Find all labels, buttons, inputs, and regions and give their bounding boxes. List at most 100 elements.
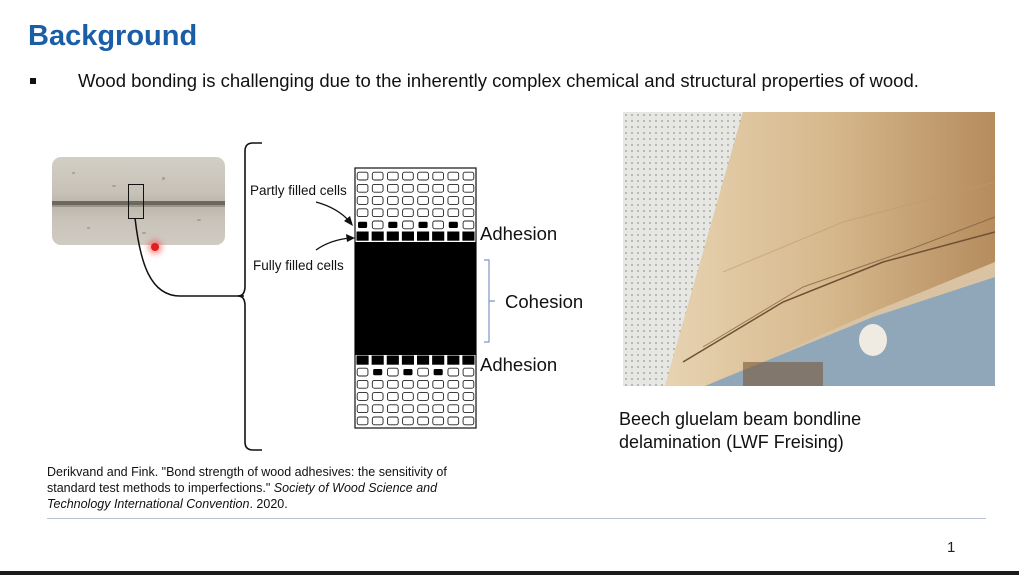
wood-cell bbox=[432, 183, 445, 193]
photo-caption-line1: Beech gluelam beam bondline bbox=[619, 409, 862, 429]
wood-cell bbox=[462, 171, 475, 181]
partly-filled-label: Partly filled cells bbox=[250, 183, 347, 198]
filled-cell bbox=[356, 231, 369, 241]
wood-cell bbox=[387, 416, 399, 426]
filled-cell bbox=[401, 355, 414, 365]
wood-cell bbox=[417, 208, 429, 218]
wood-cell bbox=[371, 220, 384, 230]
wood-cell bbox=[387, 208, 399, 218]
citation-title: "Bond strength of wood adhesives: the se… bbox=[47, 465, 447, 495]
wood-cell bbox=[371, 183, 384, 193]
wood-cell bbox=[371, 196, 384, 205]
wood-cell bbox=[402, 196, 414, 205]
wood-cell bbox=[417, 196, 429, 205]
wood-cell bbox=[356, 404, 369, 414]
region-of-interest-box bbox=[128, 184, 144, 219]
wood-cell bbox=[432, 416, 445, 426]
filled-cell bbox=[447, 355, 460, 365]
partly-filled-cell bbox=[433, 369, 443, 376]
curly-bracket bbox=[237, 142, 262, 451]
cohesion-bracket bbox=[484, 259, 495, 343]
wood-cell bbox=[462, 404, 475, 414]
slide-title: Background bbox=[28, 20, 198, 52]
wood-cell bbox=[356, 392, 369, 401]
partly-filled-cell bbox=[448, 221, 458, 228]
wood-cell bbox=[402, 392, 414, 401]
filled-cell bbox=[386, 355, 399, 365]
wood-cell bbox=[462, 183, 475, 193]
gluelam-beam-photo bbox=[623, 112, 995, 386]
wood-cell bbox=[402, 379, 414, 389]
cohesion-label: Cohesion bbox=[505, 291, 584, 312]
page-number: 1 bbox=[947, 539, 956, 556]
wood-cell bbox=[417, 392, 429, 401]
filled-cell bbox=[356, 355, 369, 365]
wood-cell bbox=[356, 171, 369, 181]
wood-cell bbox=[447, 379, 460, 389]
footer-divider bbox=[47, 518, 986, 519]
photo-caption: Beech gluelam beam bondline delamination… bbox=[619, 408, 861, 454]
wood-sample-photo bbox=[52, 157, 225, 245]
wood-cell bbox=[447, 196, 460, 205]
adhesion-label-top: Adhesion bbox=[480, 223, 558, 244]
wood-cell bbox=[402, 208, 414, 218]
wood-cell bbox=[371, 208, 384, 218]
wood-cell bbox=[371, 392, 384, 401]
wood-cell bbox=[447, 416, 460, 426]
wood-cell bbox=[371, 171, 384, 181]
partly-filled-cell bbox=[418, 221, 428, 228]
filled-cell bbox=[401, 231, 414, 241]
wood-cell bbox=[387, 171, 399, 181]
partly-filled-cell bbox=[373, 369, 383, 376]
wood-cell bbox=[387, 196, 399, 205]
wood-cell bbox=[356, 367, 369, 377]
wood-cell bbox=[462, 392, 475, 401]
wood-cell bbox=[371, 404, 384, 414]
laser-pointer-dot bbox=[151, 243, 159, 251]
filled-cell bbox=[462, 355, 475, 365]
wood-cell bbox=[432, 171, 445, 181]
partly-filled-cell bbox=[403, 369, 413, 376]
wood-cell bbox=[447, 392, 460, 401]
wood-cell bbox=[402, 220, 414, 230]
partly-filled-cell bbox=[358, 221, 368, 228]
wood-cell bbox=[462, 367, 475, 377]
wood-cell bbox=[387, 183, 399, 193]
bullet-marker bbox=[30, 78, 36, 84]
adhesion-label-bottom: Adhesion bbox=[480, 354, 558, 375]
wood-cell bbox=[432, 392, 445, 401]
filled-cell bbox=[417, 231, 430, 241]
filled-cell bbox=[371, 355, 384, 365]
filled-cell bbox=[432, 231, 445, 241]
wood-cell bbox=[402, 416, 414, 426]
wood-cell bbox=[462, 416, 475, 426]
wood-cell bbox=[417, 379, 429, 389]
wood-cell bbox=[462, 196, 475, 205]
wood-cell bbox=[356, 379, 369, 389]
wood-cell bbox=[462, 379, 475, 389]
wood-cell bbox=[447, 171, 460, 181]
wood-cell bbox=[356, 416, 369, 426]
wood-cell bbox=[432, 404, 445, 414]
wood-cell bbox=[371, 416, 384, 426]
wood-cell bbox=[402, 183, 414, 193]
filled-cell bbox=[447, 231, 460, 241]
wood-cell bbox=[432, 220, 445, 230]
wood-cell bbox=[462, 208, 475, 218]
wood-cell bbox=[387, 379, 399, 389]
filled-cell bbox=[371, 231, 384, 241]
connector-curve bbox=[134, 217, 244, 297]
filled-cell bbox=[417, 355, 430, 365]
adhesive-layer bbox=[355, 242, 476, 355]
wood-cell bbox=[402, 404, 414, 414]
fully-filled-label: Fully filled cells bbox=[253, 258, 344, 273]
wood-cell bbox=[447, 183, 460, 193]
wood-cell bbox=[462, 220, 475, 230]
wood-cell bbox=[432, 379, 445, 389]
filled-cell bbox=[462, 231, 475, 241]
wood-cell bbox=[387, 392, 399, 401]
wood-cell bbox=[356, 183, 369, 193]
bottom-bar bbox=[0, 571, 1019, 575]
fully-filled-arrow bbox=[315, 237, 351, 251]
